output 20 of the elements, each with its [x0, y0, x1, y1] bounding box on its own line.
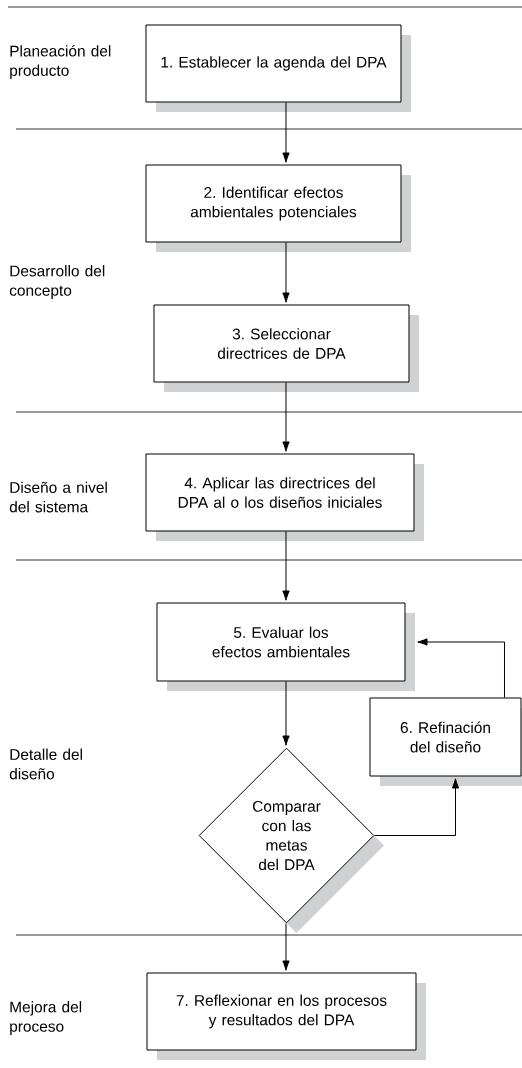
arrow — [282, 102, 290, 163]
process-box: 3. Seleccionar directrices de DPA — [153, 304, 419, 392]
arrow — [417, 638, 505, 698]
process-box: 2. Identificar efectos ambientales potenciales — [145, 164, 411, 252]
stage-label: Desarrollo del concepto — [9, 265, 105, 299]
stage-label: Diseño a nivel del sistema — [9, 481, 107, 513]
arrow — [282, 923, 290, 971]
arrow — [282, 681, 290, 746]
stage-label: Planeación del producto — [10, 45, 111, 79]
process-box: 7. Reflexionar en los procesos y resultados del DPA — [146, 972, 426, 1060]
arrow — [282, 382, 290, 452]
process-box: 1. Establecer la agenda del DPA — [145, 24, 411, 112]
process-box: 5. Evaluar los efectos ambientales — [156, 602, 415, 691]
arrow — [374, 778, 460, 836]
arrow — [282, 531, 290, 601]
stage-label: Detalle del diseño — [9, 748, 82, 780]
arrow — [282, 242, 290, 303]
process-box: 4. Aplicar las directrices del DPA al o los diseños iniciales — [145, 453, 424, 541]
process-box: 6. Refinación del diseño — [369, 697, 522, 786]
stage-label: Mejora del proceso — [10, 1001, 82, 1035]
